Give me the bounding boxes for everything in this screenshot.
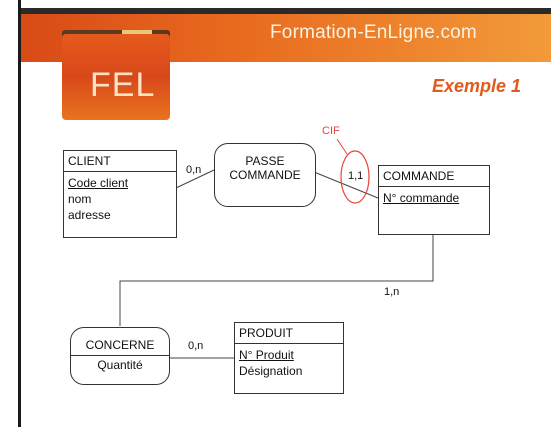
cif-ellipse: [340, 150, 370, 204]
entity-produit: PRODUIT N° Produit Désignation: [234, 322, 344, 394]
entity-client-key: Code client: [68, 176, 129, 190]
entity-client: CLIENT Code client nom adresse: [63, 150, 177, 238]
cardinality-client-passe: 0,n: [186, 164, 202, 176]
entity-commande-title: COMMANDE: [379, 166, 489, 187]
cif-label: CIF: [322, 125, 340, 137]
relation-concerne-attr: Quantité: [97, 358, 143, 372]
entity-produit-key: N° Produit: [239, 348, 294, 362]
entity-commande: COMMANDE N° commande: [378, 165, 490, 235]
logo-text: FEL: [90, 66, 156, 104]
relation-passe-line1: PASSE: [245, 154, 285, 168]
relation-concerne: CONCERNE Quantité: [70, 327, 170, 385]
logo: [62, 34, 170, 120]
relation-concerne-title: CONCERNE: [71, 338, 169, 356]
site-title: Formation-EnLigne.com: [270, 22, 477, 43]
left-border: [18, 0, 21, 427]
link-commande-concerne: [119, 234, 434, 326]
slide-subtitle: Exemple 1: [432, 76, 522, 96]
link-client-passe: [175, 169, 215, 189]
entity-client-attr: adresse: [68, 208, 111, 222]
cif-pointer: [336, 138, 348, 155]
header-dark-band: [21, 8, 551, 16]
entity-client-title: CLIENT: [64, 151, 176, 172]
relation-passe-commande: PASSE COMMANDE: [214, 143, 316, 207]
entity-produit-attr: Désignation: [239, 364, 303, 378]
relation-passe-line2: COMMANDE: [229, 168, 301, 182]
entity-commande-key: N° commande: [383, 191, 460, 205]
entity-produit-title: PRODUIT: [235, 323, 343, 344]
link-passe-commande: [313, 171, 379, 199]
cardinality-commande-concerne: 1,n: [384, 286, 400, 298]
cardinality-concerne-produit: 0,n: [188, 340, 204, 352]
cardinality-passe-commande: 1,1: [348, 170, 364, 182]
entity-client-attr: nom: [68, 192, 92, 206]
